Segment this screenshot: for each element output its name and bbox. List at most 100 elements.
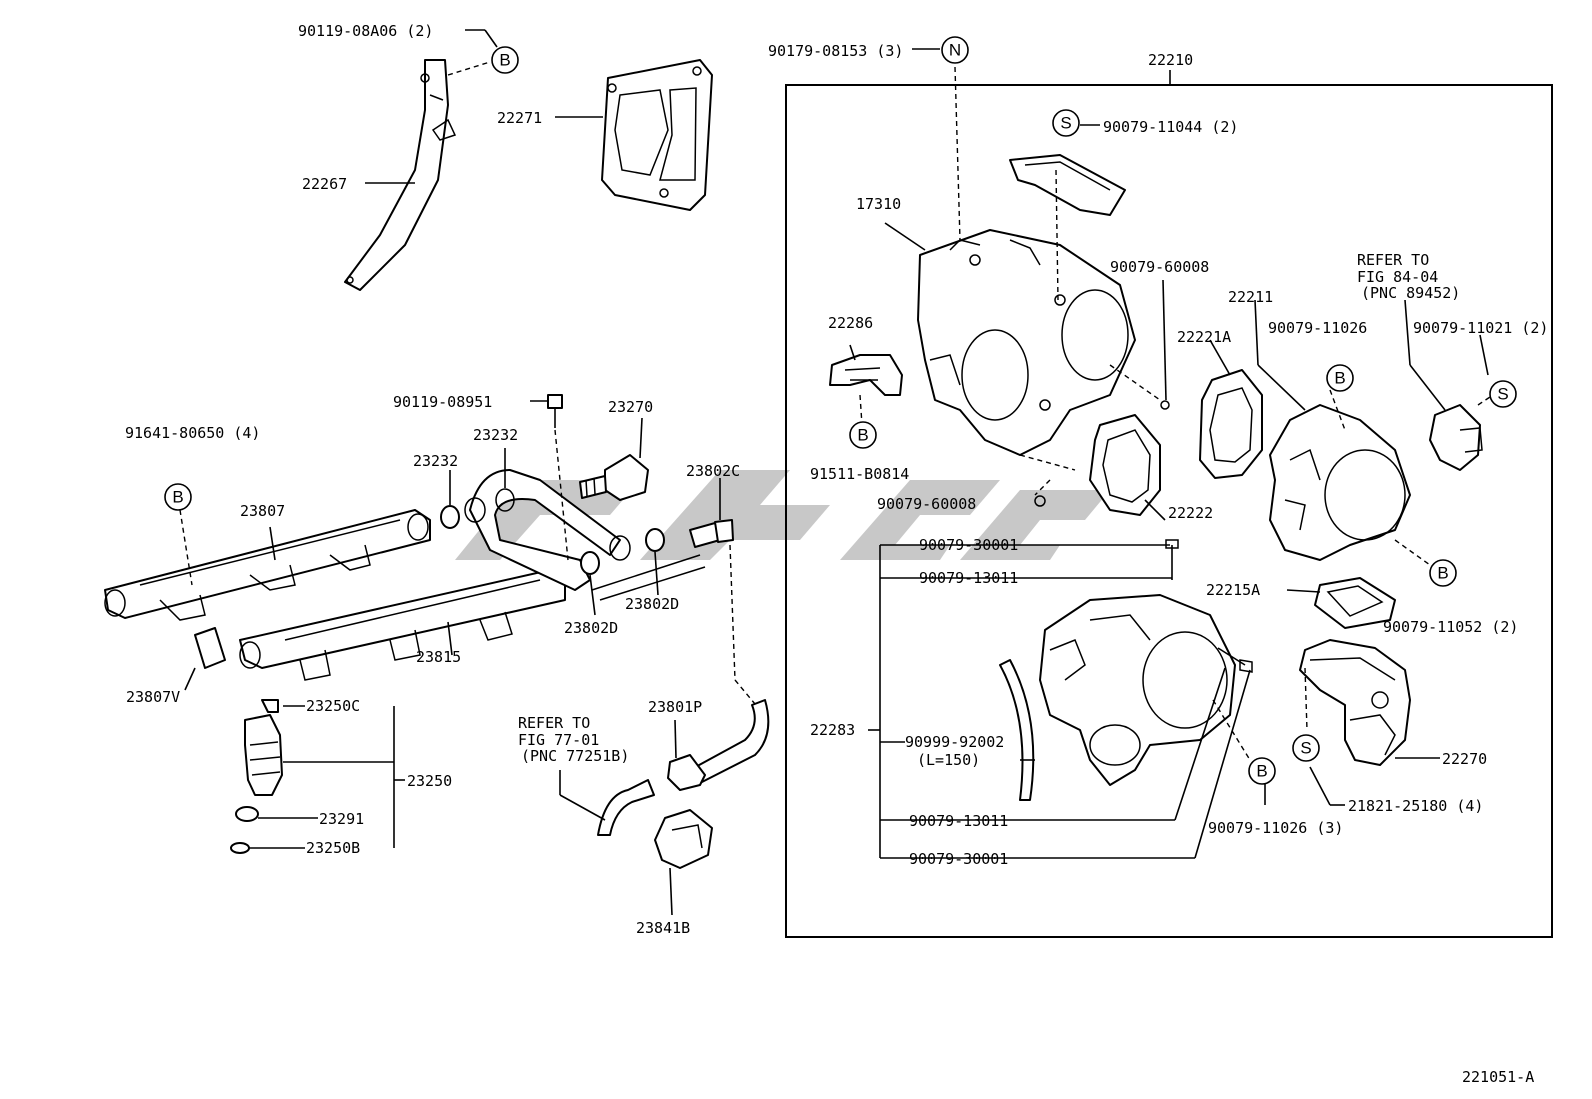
label-refer84-1: REFER TO xyxy=(1357,251,1429,269)
gasket-22221a xyxy=(1199,369,1263,479)
label-23232-b: 23232 xyxy=(473,426,518,444)
throttle-body-17310 xyxy=(917,229,1136,456)
callout-s-3: S xyxy=(1292,734,1320,762)
label-22221a: 22221A xyxy=(1177,328,1231,346)
label-l150: (L=150) xyxy=(917,751,980,769)
callout-b-6: B xyxy=(164,483,192,511)
bracket-22267 xyxy=(344,59,457,291)
label-22283: 22283 xyxy=(810,721,855,739)
label-90079-11052: 90079-11052 (2) xyxy=(1383,618,1518,636)
label-23270: 23270 xyxy=(608,398,653,416)
gasket-22271 xyxy=(601,59,713,211)
figure-number: 221051-A xyxy=(1462,1068,1534,1086)
callout-s-2: S xyxy=(1489,380,1517,408)
labels: 90119-08A06 (2) 22271 22267 90179-08153 … xyxy=(125,22,1548,1086)
label-90079-13011-a: 90079-13011 xyxy=(919,569,1018,587)
label-90079-30001-a: 90079-30001 xyxy=(919,536,1018,554)
label-90119-08a06: 90119-08A06 (2) xyxy=(298,22,433,40)
fuel-hose-23801p xyxy=(667,699,770,791)
callout-s-1: S xyxy=(1052,109,1080,137)
label-91511-b0814: 91511-B0814 xyxy=(810,465,909,483)
throttle-body-lower xyxy=(1039,594,1236,786)
bolt-90119-08951 xyxy=(547,394,563,428)
gasket-22222 xyxy=(1089,414,1161,516)
svg-text:B: B xyxy=(1256,762,1267,781)
label-23807v: 23807V xyxy=(126,688,180,706)
callout-n: N xyxy=(941,36,969,64)
label-23250b: 23250B xyxy=(306,839,360,857)
fuel-rail-23807 xyxy=(104,509,431,621)
label-23232-a: 23232 xyxy=(413,452,458,470)
label-23841b: 23841B xyxy=(636,919,690,937)
label-22270: 22270 xyxy=(1442,750,1487,768)
label-90079-11026-a: 90079-11026 xyxy=(1268,319,1367,337)
label-refer77-2: FIG 77-01 xyxy=(518,731,599,749)
svg-text:B: B xyxy=(1334,369,1345,388)
label-90079-13011-b: 90079-13011 xyxy=(909,812,1008,830)
callout-b-5: B xyxy=(1248,757,1276,785)
label-90079-11026-b: 90079-11026 (3) xyxy=(1208,819,1343,837)
union-bolt-23802c xyxy=(689,519,734,548)
label-22210: 22210 xyxy=(1148,51,1193,69)
label-23801p: 23801P xyxy=(648,698,702,716)
label-22271: 22271 xyxy=(497,109,542,127)
label-22215a: 22215A xyxy=(1206,581,1260,599)
valve-23807v xyxy=(194,627,226,669)
svg-text:B: B xyxy=(499,51,510,70)
label-90119-08951: 90119-08951 xyxy=(393,393,492,411)
label-23291: 23291 xyxy=(319,810,364,828)
fuel-rail-23815 xyxy=(239,569,566,681)
throttle-valve-22211 xyxy=(1269,404,1411,561)
svg-text:S: S xyxy=(1060,114,1071,133)
fuel-pipe xyxy=(464,469,631,591)
label-90179-08153: 90179-08153 (3) xyxy=(768,42,903,60)
throttle-sensor xyxy=(1429,404,1483,471)
label-17310: 17310 xyxy=(856,195,901,213)
label-refer84-2: FIG 84-04 xyxy=(1357,268,1438,286)
screw-spring xyxy=(1165,539,1253,673)
idle-valve-22270 xyxy=(1299,639,1411,766)
label-refer77-3: (PNC 77251B) xyxy=(521,747,629,765)
bracket-22286 xyxy=(829,354,903,396)
label-23250: 23250 xyxy=(407,772,452,790)
gasket-plate-top xyxy=(1009,154,1126,216)
clip-23841b xyxy=(654,809,713,869)
label-90079-11044: 90079-11044 (2) xyxy=(1103,118,1238,136)
callout-b-4: B xyxy=(1429,559,1457,587)
label-23802d-b: 23802D xyxy=(625,595,679,613)
label-90079-60008-b: 90079-60008 xyxy=(877,495,976,513)
svg-text:N: N xyxy=(949,41,961,60)
callout-b-2: B xyxy=(1326,364,1354,392)
gasket-22215a xyxy=(1314,577,1396,629)
label-22222: 22222 xyxy=(1168,504,1213,522)
label-23802c: 23802C xyxy=(686,462,740,480)
label-refer84-3: (PNC 89452) xyxy=(1361,284,1460,302)
label-22286: 22286 xyxy=(828,314,873,332)
label-90079-11021: 90079-11021 (2) xyxy=(1413,319,1548,337)
label-22211: 22211 xyxy=(1228,288,1273,306)
label-22267: 22267 xyxy=(302,175,347,193)
svg-text:B: B xyxy=(1437,564,1448,583)
injector-23250 xyxy=(230,699,283,854)
label-23250c: 23250C xyxy=(306,697,360,715)
label-23815: 23815 xyxy=(416,648,461,666)
hose-fig77 xyxy=(597,779,655,836)
callout-b-1: B xyxy=(491,46,519,74)
label-refer77-1: REFER TO xyxy=(518,714,590,732)
svg-text:B: B xyxy=(172,488,183,507)
label-90079-30001-b: 90079-30001 xyxy=(909,850,1008,868)
assembly-frame xyxy=(785,84,1553,938)
svg-text:S: S xyxy=(1300,739,1311,758)
callout-b-3: B xyxy=(849,421,877,449)
pulsation-damper-23270 xyxy=(579,454,649,501)
gasket-rings xyxy=(440,505,665,575)
label-90999-92002: 90999-92002 xyxy=(905,733,1004,751)
label-23802d-a: 23802D xyxy=(564,619,618,637)
svg-text:S: S xyxy=(1497,385,1508,404)
label-90079-60008-a: 90079-60008 xyxy=(1110,258,1209,276)
label-91641-80650: 91641-80650 (4) xyxy=(125,424,260,442)
label-23807: 23807 xyxy=(240,502,285,520)
svg-text:B: B xyxy=(857,426,868,445)
label-21821-25180: 21821-25180 (4) xyxy=(1348,797,1483,815)
